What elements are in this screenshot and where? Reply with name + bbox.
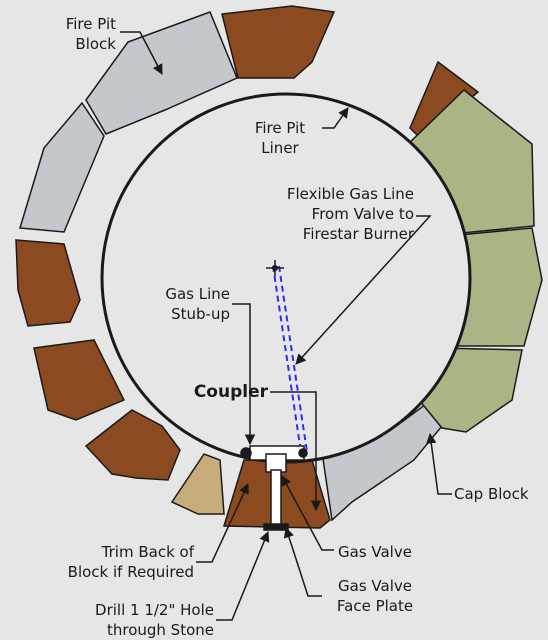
valve-fitting	[298, 448, 308, 458]
stub-up-fitting	[240, 447, 252, 459]
label-gas-line-stub-up: Gas Line Stub-up	[165, 285, 230, 323]
leader-stub-up	[232, 303, 256, 446]
label-fire-pit-block: Fire Pit Block	[65, 15, 116, 53]
leader-fire-pit-block	[120, 31, 163, 75]
label-trim-back: Trim Back of Block if Required	[67, 543, 194, 581]
block-brown-left-mid	[15, 239, 81, 327]
gas-valve-stem	[270, 469, 282, 527]
block-brown-left-lower	[33, 339, 126, 421]
leader-drill-hole	[216, 531, 270, 621]
gas-valve-assembly	[240, 445, 308, 531]
leader-fire-pit-liner	[322, 107, 349, 129]
leader-cap-block	[426, 432, 452, 495]
flexible-gas-line	[272, 265, 308, 453]
leader-gas-valve	[281, 475, 334, 551]
leader-face-plate	[283, 527, 322, 597]
burner-fitting	[272, 265, 278, 271]
label-face-plate: Gas Valve Face Plate	[336, 577, 414, 615]
face-plate	[263, 523, 289, 531]
label-flexible-gas-line: Flexible Gas Line From Valve to Firestar…	[286, 185, 414, 243]
label-cap-block: Cap Block	[454, 485, 529, 503]
label-fire-pit-liner: Fire Pit Liner	[254, 119, 306, 157]
leader-trim-back	[196, 483, 249, 563]
block-tan	[170, 453, 225, 515]
label-gas-valve: Gas Valve	[338, 543, 412, 561]
brown-blocks	[15, 5, 480, 529]
block-brown-top	[221, 5, 336, 79]
leader-coupler	[270, 391, 322, 512]
leader-flexible-gas-line	[295, 215, 432, 365]
block-brown-bottom-left	[84, 409, 181, 481]
block-gray-left-upper	[19, 101, 105, 233]
label-coupler: Coupler	[193, 382, 268, 402]
leader-lines	[120, 31, 452, 621]
label-drill-hole: Drill 1 1/2" Hole through Stone	[95, 601, 214, 639]
